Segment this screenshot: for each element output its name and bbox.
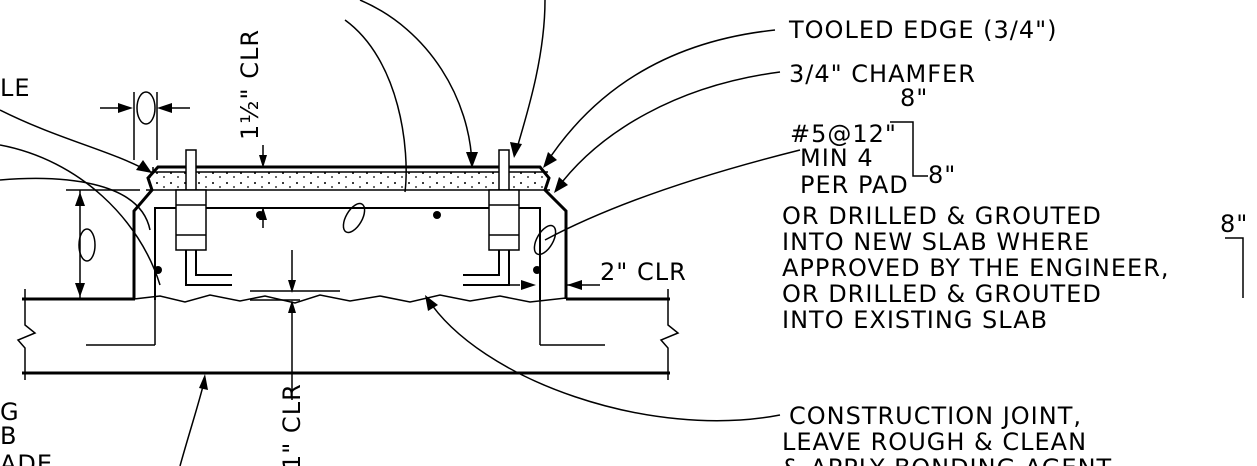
leader-lines [0, 0, 801, 466]
note-dowel-line-5: INTO EXISTING SLAB [782, 306, 1048, 334]
note-rebar-per-pad: PER PAD [800, 171, 909, 199]
existing-slab [16, 289, 680, 380]
note-dowel-line-1: OR DRILLED & GROUTED [782, 202, 1102, 230]
left-label-g: G [0, 398, 20, 426]
note-chamfer: 3/4" CHAMFER [789, 60, 976, 88]
left-label-b: B [0, 422, 17, 450]
dimension-brackets [890, 121, 1244, 298]
note-dim-8-top: 8" [900, 84, 928, 112]
clear-bottom-vertical: 1" CLR [278, 383, 306, 466]
left-label-ade: ADE [0, 450, 53, 466]
note-rebar-min: MIN 4 [800, 144, 874, 172]
note-tooled-edge: TOOLED EDGE (3/4") [788, 16, 1058, 44]
left-label-le: LE [0, 74, 31, 102]
note-dowel-line-2: INTO NEW SLAB WHERE [782, 228, 1090, 256]
clear-2-inch: 2" CLR [600, 258, 687, 286]
note-rebar-spacing: #5@12" [790, 120, 897, 148]
pad-outline [132, 165, 568, 304]
anchor-bolt-left [175, 149, 232, 286]
note-dowel-line-3: APPROVED BY THE ENGINEER, [782, 254, 1170, 282]
note-dim-8-mid: 8" [928, 161, 956, 189]
dimension-lines [66, 91, 600, 400]
rebar-cage [86, 207, 605, 346]
note-dowel-line-4: OR DRILLED & GROUTED [782, 280, 1102, 308]
note-construction-joint-2: LEAVE ROUGH & CLEAN [782, 428, 1087, 456]
clear-top-vertical: 1½" CLR [236, 29, 264, 140]
anchor-bolt-right [463, 149, 520, 286]
note-construction-joint-1: CONSTRUCTION JOINT, [789, 402, 1082, 430]
note-construction-joint-3: & APPLY BONDING AGENT [782, 454, 1112, 466]
note-dim-8-right: 8" [1220, 210, 1248, 238]
